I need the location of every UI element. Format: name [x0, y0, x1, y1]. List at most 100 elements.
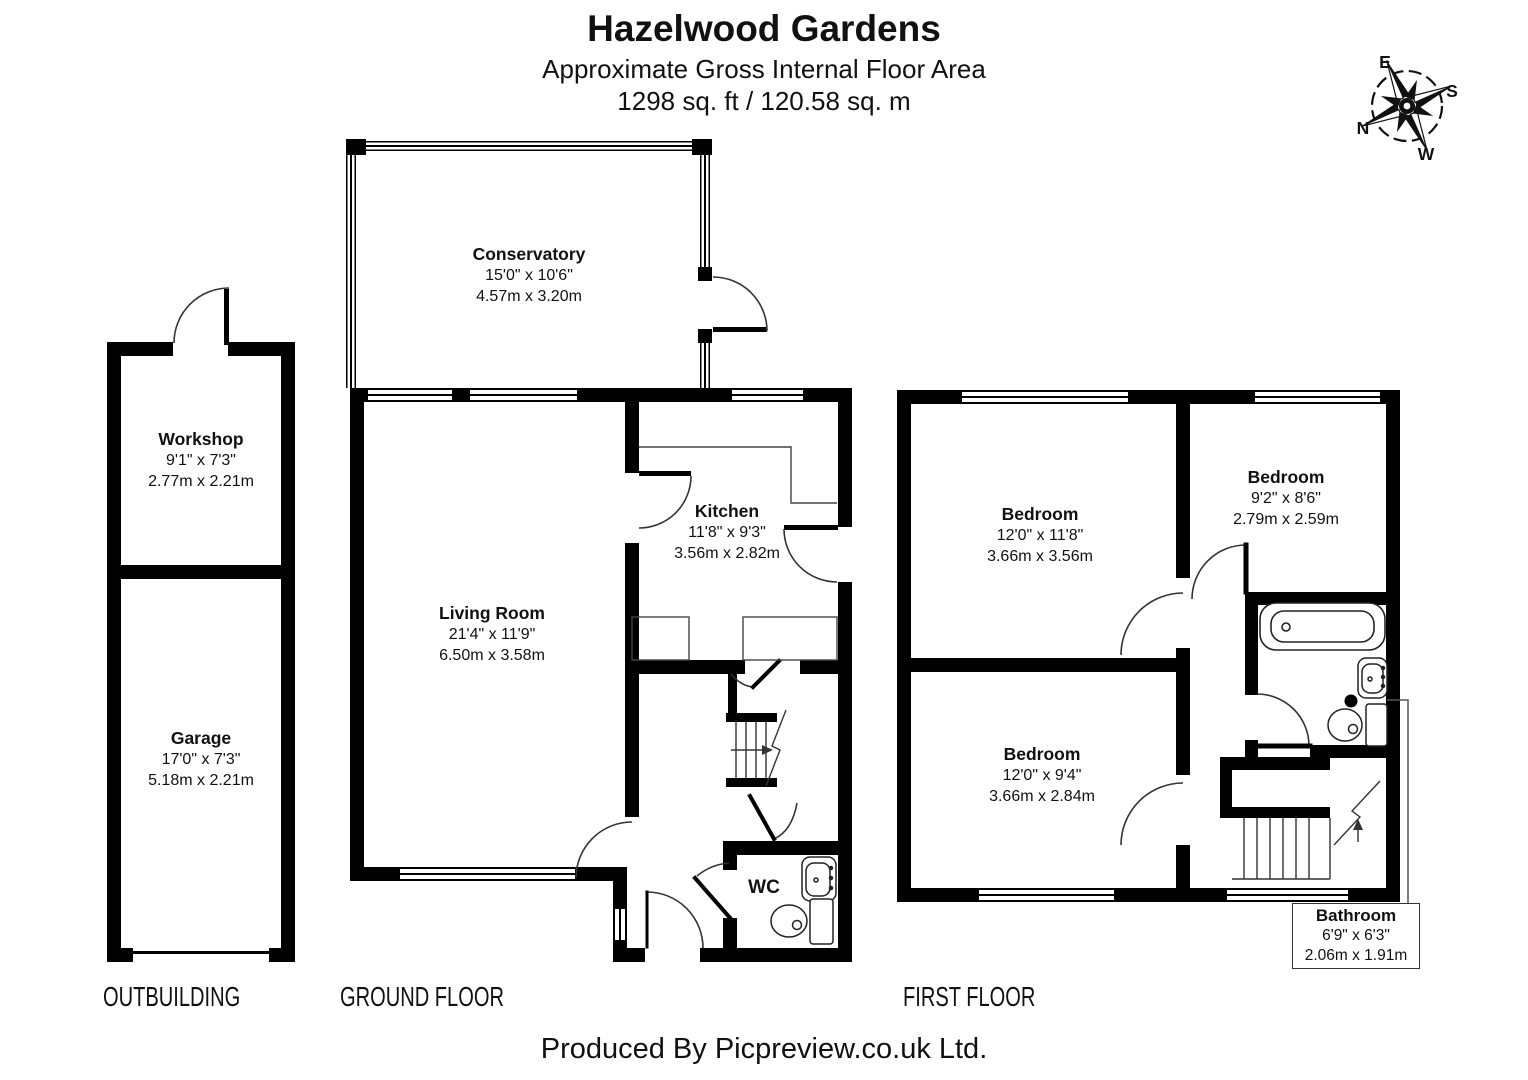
door-arc	[1120, 782, 1184, 846]
wall-segment	[350, 867, 400, 881]
wall-segment	[726, 713, 777, 722]
room-label-bedroom-3: Bedroom 12'0" x 9'4" 3.66m x 2.84m	[989, 744, 1095, 805]
wall-segment	[897, 888, 979, 902]
window	[732, 388, 803, 402]
stairs-break-line	[765, 709, 787, 787]
wall-segment	[1232, 807, 1330, 818]
window	[613, 909, 627, 940]
caption-ground-floor: GROUND FLOOR	[340, 981, 504, 1012]
wall-segment	[698, 329, 712, 343]
room-label-bedroom-2: Bedroom 9'2" x 8'6" 2.79m x 2.59m	[1233, 467, 1339, 528]
wall-segment	[1310, 745, 1386, 758]
wall-segment	[613, 948, 645, 962]
stairs-break-line	[1333, 780, 1381, 846]
wall-segment	[1176, 390, 1190, 578]
wall-segment	[577, 388, 732, 402]
wall-segment	[838, 388, 852, 527]
wall-segment	[1386, 390, 1400, 902]
wall-segment	[107, 565, 295, 579]
compass-label-s: S	[1446, 81, 1458, 101]
wall-segment	[107, 342, 173, 356]
conservatory-glazing	[700, 155, 710, 267]
conservatory-glazing	[366, 141, 692, 151]
wall-segment	[800, 660, 838, 674]
door-arc	[773, 802, 798, 840]
wall-segment	[1176, 845, 1190, 902]
wall-segment	[107, 342, 121, 962]
stairs-up-arrow	[1353, 819, 1363, 830]
door-arc	[1120, 592, 1184, 656]
producer-credit: Produced By Picpreview.co.uk Ltd.	[540, 1033, 988, 1065]
wall-segment	[1114, 888, 1227, 902]
wall-segment	[1245, 592, 1390, 605]
window	[470, 388, 577, 402]
wall-segment	[897, 390, 962, 404]
conservatory-glazing	[700, 343, 710, 388]
wall-segment	[726, 778, 777, 787]
room-label-living-room: Living Room 21'4" x 11'9" 6.50m x 3.58m	[439, 603, 545, 664]
wall-segment	[728, 674, 737, 717]
door-leaf	[224, 289, 229, 345]
floor-area-text: 1298 sq. ft / 120.58 sq. m	[617, 86, 911, 116]
wall-segment	[625, 402, 639, 473]
wall-segment	[613, 881, 627, 909]
wall-segment	[692, 139, 712, 155]
kitchen-counter	[631, 446, 838, 661]
wall-segment	[1176, 648, 1190, 775]
compass-label-e: E	[1379, 52, 1391, 72]
window	[368, 388, 452, 402]
wall-segment	[723, 841, 852, 855]
wall-segment	[838, 582, 852, 962]
door-arc	[712, 276, 768, 332]
door-arc	[638, 475, 692, 529]
door-leaf	[784, 525, 838, 530]
door-leaf	[713, 327, 767, 332]
wall-segment	[700, 948, 852, 962]
room-label-bedroom-1: Bedroom 12'0" x 11'8" 3.66m x 3.56m	[987, 504, 1093, 565]
room-label-garage: Garage 17'0" x 7'3" 5.18m x 2.21m	[148, 728, 254, 789]
wall-segment	[1220, 757, 1330, 770]
door-arc	[1191, 544, 1247, 600]
wall-segment	[281, 342, 295, 962]
door-leaf	[639, 471, 691, 476]
door-leaves	[645, 542, 1313, 949]
wall-segment	[346, 139, 366, 155]
callout-leader-line	[1387, 699, 1409, 903]
wall-segment	[723, 918, 737, 948]
stairs-ground	[731, 709, 787, 787]
wall-segment	[350, 388, 364, 881]
window	[1227, 888, 1348, 902]
door-arc	[1256, 693, 1310, 746]
window	[400, 867, 575, 881]
stairs-up-arrow	[762, 745, 773, 755]
sink-icon	[801, 856, 837, 902]
door-stop-dot	[1344, 694, 1358, 708]
compass-label-n: N	[1357, 118, 1370, 138]
room-label-workshop: Workshop 9'1" x 7'3" 2.77m x 2.21m	[148, 429, 254, 490]
wall-segment	[1245, 605, 1258, 695]
door-arcs	[173, 276, 1310, 949]
wall-segment	[107, 948, 133, 962]
door-arc	[646, 891, 704, 949]
page-title: Hazelwood Gardens	[587, 8, 941, 49]
room-label-bathroom-callout: Bathroom 6'9" x 6'3" 2.06m x 1.91m	[1292, 903, 1420, 969]
caption-outbuilding: OUTBUILDING	[103, 981, 241, 1012]
wall-segment	[897, 658, 1190, 672]
room-label-wc: WC	[748, 877, 780, 898]
stairs-first	[1232, 780, 1381, 880]
room-label-conservatory: Conservatory 15'0" x 10'6" 4.57m x 3.20m	[472, 244, 586, 305]
toilet-icon	[1327, 703, 1388, 747]
wall-segment	[698, 267, 712, 281]
wall-segment	[1220, 770, 1232, 818]
conservatory-glazing	[346, 155, 356, 388]
garage-door-line	[133, 951, 269, 954]
wall-segment	[228, 342, 295, 356]
window	[962, 390, 1128, 404]
door-arc	[730, 673, 754, 688]
wall-segment	[269, 948, 295, 962]
page-subtitle: Approximate Gross Internal Floor Area	[542, 54, 986, 84]
wall-segment	[575, 867, 627, 881]
toilet-icon	[770, 898, 834, 945]
